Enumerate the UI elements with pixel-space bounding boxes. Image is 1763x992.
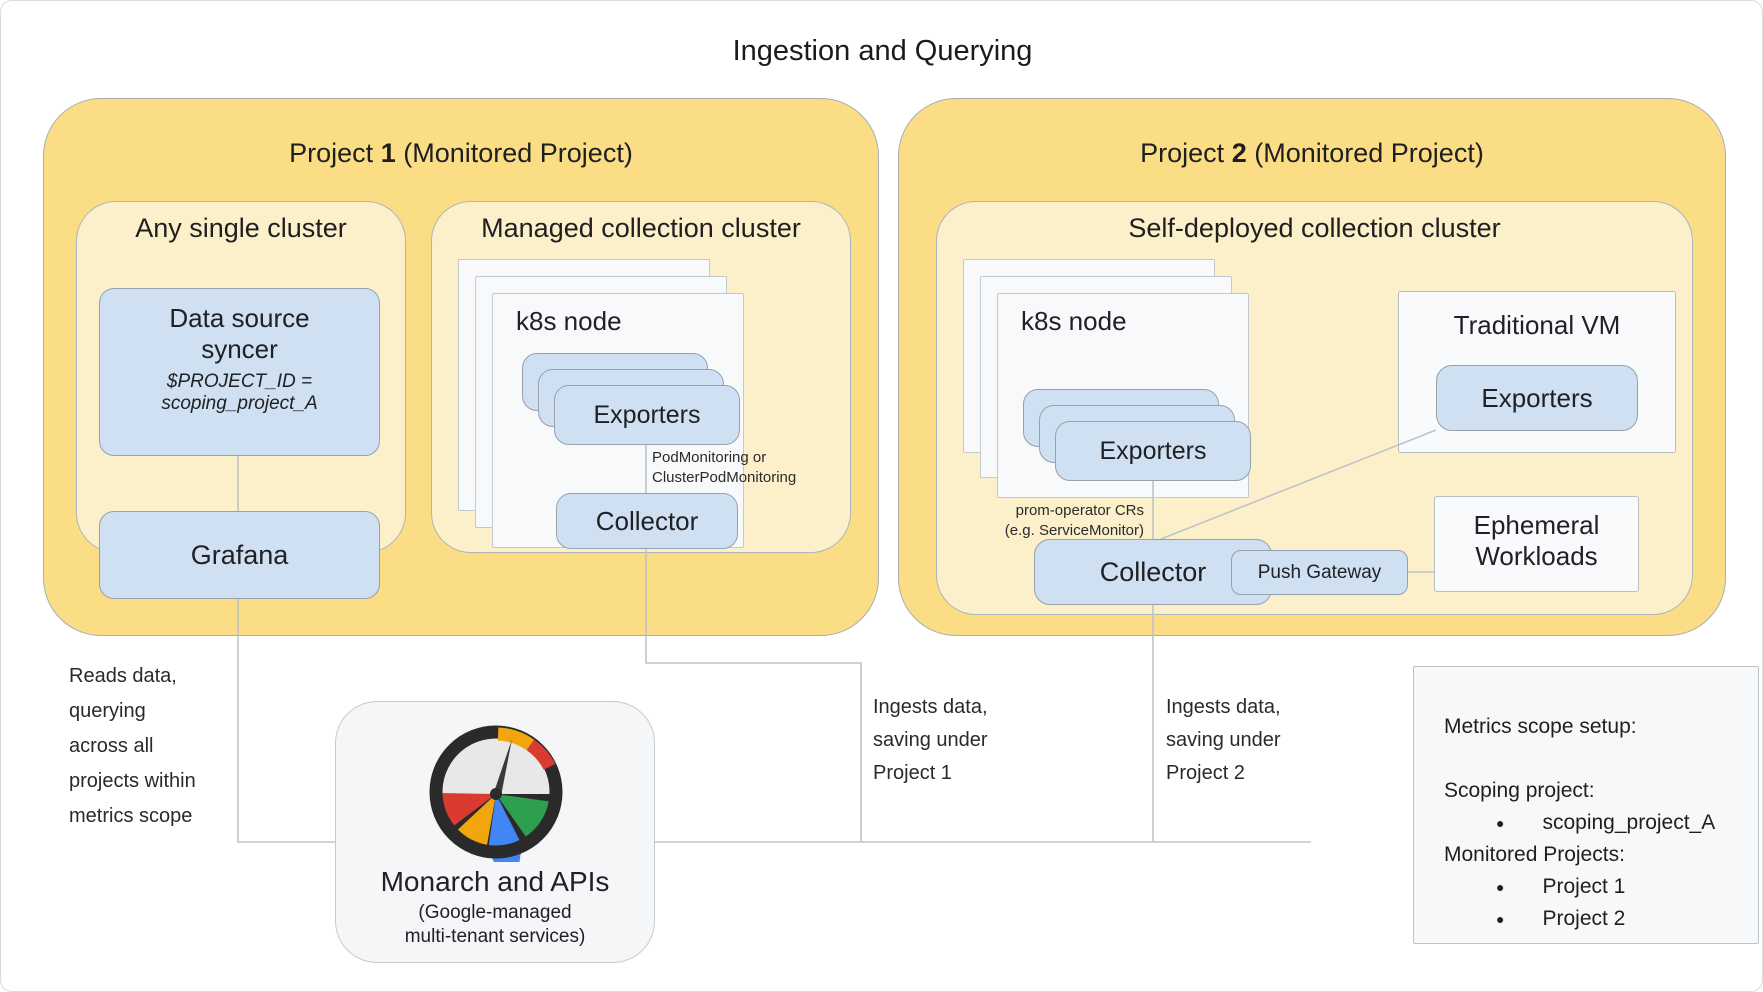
grafana-box: Grafana bbox=[99, 511, 380, 599]
scoping-project-label: Scoping project: bbox=[1444, 779, 1595, 802]
exporters2-box: Exporters bbox=[1055, 421, 1251, 481]
project1-title-suffix: (Monitored Project) bbox=[395, 138, 633, 168]
project2-title-prefix: Project bbox=[1140, 138, 1232, 168]
collector1-box: Collector bbox=[556, 493, 738, 549]
ingest-project1-annotation: Ingests data, saving under Project 1 bbox=[873, 691, 988, 790]
ingest-project2-annotation: Ingests data, saving under Project 2 bbox=[1166, 691, 1281, 790]
metrics-scope-heading: Metrics scope setup: bbox=[1444, 715, 1637, 738]
syncer-label-line1: Data source bbox=[169, 303, 310, 333]
bullet-icon: ● bbox=[1496, 911, 1505, 927]
exporters-box: Exporters bbox=[554, 385, 740, 445]
scoping-project-value: scoping_project_A bbox=[1542, 811, 1716, 834]
project1-title-number: 1 bbox=[380, 138, 396, 168]
monitored-project-2-item: ● Project 2 bbox=[1444, 907, 1625, 931]
monitored-project-2: Project 2 bbox=[1542, 907, 1626, 930]
push-gateway-label: Push Gateway bbox=[1257, 561, 1382, 583]
project2-title-suffix: (Monitored Project) bbox=[1246, 138, 1484, 168]
reads-line-1: Reads data, bbox=[69, 665, 177, 687]
grafana-label: Grafana bbox=[190, 539, 289, 570]
managed-collection-cluster-title: Managed collection cluster bbox=[481, 213, 801, 243]
diagram-title: Ingestion and Querying bbox=[732, 35, 1033, 67]
syncer-project-id-line1: $PROJECT_ID = bbox=[166, 371, 313, 392]
self-deployed-cluster-title: Self-deployed collection cluster bbox=[1128, 213, 1501, 243]
vm-exporters-box: Exporters bbox=[1436, 365, 1638, 431]
reads-line-4: projects within bbox=[69, 770, 196, 792]
podmonitoring-note: PodMonitoring or ClusterPodMonitoring bbox=[652, 448, 796, 488]
monarch-title: Monarch and APIs bbox=[380, 866, 610, 897]
monarch-subtitle-line2: multi-tenant services) bbox=[404, 926, 586, 947]
ingest2-line-1: Ingests data, bbox=[1166, 696, 1281, 718]
collector1-label: Collector bbox=[595, 505, 699, 536]
syncer-label-line2: syncer bbox=[201, 334, 278, 364]
ingest1-line-3: Project 1 bbox=[873, 762, 952, 784]
prom-operator-note-line2: (e.g. ServiceMonitor) bbox=[1004, 522, 1144, 539]
exporters2-label: Exporters bbox=[1099, 436, 1207, 465]
podmonitoring-note-line2: ClusterPodMonitoring bbox=[652, 469, 797, 486]
ingest2-line-2: saving under bbox=[1166, 729, 1281, 751]
reads-line-5: metrics scope bbox=[69, 805, 193, 827]
monitored-projects-label: Monitored Projects: bbox=[1444, 843, 1625, 866]
collector2-label: Collector bbox=[1099, 556, 1207, 587]
traditional-vm-title: Traditional VM bbox=[1453, 310, 1621, 340]
prom-operator-note-line1: prom-operator CRs bbox=[1015, 502, 1144, 519]
push-gateway-box: Push Gateway bbox=[1231, 550, 1408, 595]
project2-title: Project 2 (Monitored Project) bbox=[898, 138, 1726, 169]
vm-exporters-label: Exporters bbox=[1481, 382, 1593, 413]
collector2-box: Collector bbox=[1034, 539, 1272, 605]
ephemeral-workloads-box: Ephemeral Workloads bbox=[1434, 496, 1639, 592]
project2-title-number: 2 bbox=[1231, 138, 1247, 168]
podmonitoring-note-line1: PodMonitoring or bbox=[652, 449, 767, 466]
project1-title: Project 1 (Monitored Project) bbox=[43, 138, 879, 169]
monitoring-gauge-icon bbox=[429, 725, 563, 862]
bullet-icon: ● bbox=[1496, 815, 1505, 831]
monitored-project-1-item: ● Project 1 bbox=[1444, 875, 1625, 899]
ingest1-line-2: saving under bbox=[873, 729, 988, 751]
monarch-subtitle-line1: (Google-managed bbox=[418, 902, 572, 923]
scoping-project-item: ● scoping_project_A bbox=[1444, 811, 1715, 835]
reads-data-annotation: Reads data, querying across all projects… bbox=[69, 659, 196, 834]
any-single-cluster-title: Any single cluster bbox=[135, 213, 347, 243]
metrics-scope-box: Metrics scope setup: Scoping project: ● … bbox=[1413, 666, 1759, 944]
ingest2-line-3: Project 2 bbox=[1166, 762, 1245, 784]
gauge-hub bbox=[490, 788, 502, 800]
reads-line-3: across all bbox=[69, 735, 154, 757]
data-source-syncer-box: Data source syncer $PROJECT_ID = scoping… bbox=[99, 288, 380, 456]
project1-title-prefix: Project bbox=[289, 138, 381, 168]
monarch-box: Monarch and APIs (Google-managed multi-t… bbox=[335, 701, 655, 963]
k8s-node-title: k8s node bbox=[516, 306, 622, 336]
exporters-label: Exporters bbox=[593, 400, 701, 429]
ingest1-line-1: Ingests data, bbox=[873, 696, 988, 718]
monitored-project-1: Project 1 bbox=[1542, 875, 1626, 898]
bullet-icon: ● bbox=[1496, 879, 1505, 895]
ephemeral-workloads-line1: Ephemeral bbox=[1473, 510, 1600, 540]
prom-operator-note: prom-operator CRs (e.g. ServiceMonitor) bbox=[944, 501, 1144, 541]
reads-line-2: querying bbox=[69, 700, 146, 722]
syncer-project-id-line2: scoping_project_A bbox=[161, 393, 318, 414]
ephemeral-workloads-line2: Workloads bbox=[1475, 541, 1598, 571]
k8s-node2-title: k8s node bbox=[1021, 306, 1127, 336]
